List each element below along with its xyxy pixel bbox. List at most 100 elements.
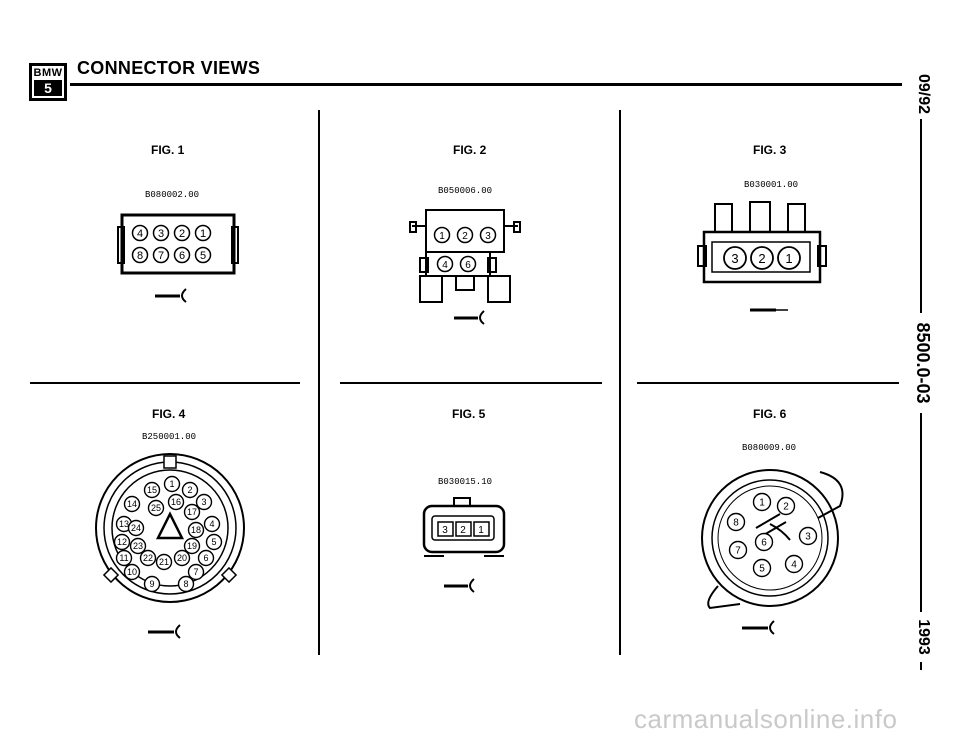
fig-3-code: B030001.00 <box>744 180 799 190</box>
fig-6-pin-label: 8 <box>733 518 739 529</box>
watermark: carmanualsonline.info <box>634 704 898 734</box>
fig-1-pin <box>194 246 212 264</box>
fig-4-pin-label: 12 <box>117 537 127 547</box>
fig-4-pin <box>197 549 215 567</box>
fig-2-wire-symbol <box>454 310 485 325</box>
fig-4-pin <box>163 475 181 493</box>
fig-5-title: FIG. 5 <box>452 407 486 421</box>
row-divider-col1 <box>30 382 300 384</box>
logo-brand: BMW <box>33 67 63 79</box>
fig-2-pin <box>433 226 451 244</box>
fig-5-pin-label: 3 <box>442 525 448 536</box>
fig-3-housing <box>702 230 822 284</box>
fig-4-pin-label: 25 <box>151 503 161 513</box>
fig-4-pin-label: 22 <box>143 553 153 563</box>
fig-2-pin-label: 1 <box>439 231 445 242</box>
fig-1-housing <box>120 213 236 275</box>
fig-4-pin-label: 16 <box>171 497 181 507</box>
fig-4-pin <box>127 519 145 537</box>
fig-4-pin <box>183 503 201 521</box>
fig-4-pin <box>143 575 161 593</box>
fig-6-pin <box>726 512 746 532</box>
fig-2-pin <box>479 226 497 244</box>
fig-1-pin <box>152 246 170 264</box>
fig-4-pin <box>195 493 213 511</box>
fig-4-center-key <box>155 511 185 540</box>
fig-4-code: B250001.00 <box>142 432 197 442</box>
fig-3-pin-label: 2 <box>758 251 765 266</box>
fig-4-connector-diagram: 1234567891011121314151617181920212223242… <box>95 453 245 639</box>
fig-1-pin-label: 2 <box>179 228 185 240</box>
fig-4-pin-label: 4 <box>209 519 214 529</box>
fig-1-pin-label: 4 <box>137 228 143 240</box>
fig-2-title: FIG. 2 <box>453 143 487 157</box>
fig-6-pin <box>776 496 796 516</box>
row-divider-col2 <box>340 382 602 384</box>
fig-6-outer-ring <box>701 469 839 607</box>
side-date: 09/92 <box>912 69 932 119</box>
fig-3-pin-label: 3 <box>731 251 738 266</box>
logo-series: 5 <box>34 80 62 96</box>
fig-4-pin-label: 15 <box>147 485 157 495</box>
fig-5-pin <box>455 521 472 537</box>
fig-4-pin-label: 1 <box>169 479 174 489</box>
fig-4-pin-label: 10 <box>127 567 137 577</box>
fig-3-pin-label: 1 <box>785 251 792 266</box>
fig-2-pin <box>436 255 454 273</box>
fig-6-pin-label: 4 <box>791 560 797 571</box>
fig-4-pin-label: 3 <box>201 497 206 507</box>
fig-2-code: B050006.00 <box>438 186 493 196</box>
fig-1-pin-label: 8 <box>137 250 143 262</box>
fig-6-pin-label: 1 <box>759 498 765 509</box>
fig-1-connector-diagram: 4 3 2 1 8 7 6 5 <box>117 213 239 303</box>
fig-4-pin <box>115 549 133 567</box>
fig-4-wire-symbol <box>148 624 181 639</box>
side-year: 1993 <box>912 612 932 662</box>
fig-6-title: FIG. 6 <box>753 407 787 421</box>
fig-1-pin-row-bottom <box>131 246 212 264</box>
fig-2-pin-label: 4 <box>442 260 448 271</box>
fig-4-key-top <box>163 455 177 469</box>
fig-1-title: FIG. 1 <box>151 143 185 157</box>
fig-2-pin <box>459 255 477 273</box>
fig-6-pin-label: 5 <box>759 564 765 575</box>
fig-1-pin-label: 7 <box>158 250 164 262</box>
fig-4-pin <box>167 493 185 511</box>
column-divider-left <box>318 110 320 655</box>
fig-4-pin <box>113 533 131 551</box>
fig-1-pin-label: 1 <box>200 228 206 240</box>
fig-6-pin-label: 3 <box>805 532 811 543</box>
fig-1-pin <box>152 224 170 242</box>
fig-4-pin <box>181 481 199 499</box>
fig-6-pin-label: 2 <box>783 502 789 513</box>
fig-5-code: B030015.10 <box>438 477 493 487</box>
fig-4-pin-group: 1234567891011121314151617181920212223242… <box>113 475 223 593</box>
fig-6-code: B080009.00 <box>742 443 797 453</box>
fig-1-pin-label: 5 <box>200 250 206 262</box>
fig-4-pin <box>187 521 205 539</box>
fig-4-pin-label: 13 <box>119 519 129 529</box>
fig-4-pin-label: 8 <box>183 579 188 589</box>
page-title: CONNECTOR VIEWS <box>77 58 261 78</box>
fig-4-pin-label: 2 <box>187 485 192 495</box>
fig-2-pin-label: 2 <box>462 231 468 242</box>
fig-2-pin-label: 3 <box>485 231 491 242</box>
fig-4-pin-label: 9 <box>149 579 154 589</box>
fig-2-pin-label: 6 <box>465 260 471 271</box>
fig-1-pin <box>173 224 191 242</box>
fig-5-wire-symbol <box>444 578 475 593</box>
fig-4-pin <box>155 553 173 571</box>
fig-4-pin <box>187 563 205 581</box>
row-divider-col3 <box>637 382 899 384</box>
fig-1-pin <box>194 224 212 242</box>
side-doc-number: 8500.0-03 <box>911 313 933 413</box>
fig-4-pin <box>173 549 191 567</box>
fig-4-pin <box>123 495 141 513</box>
fig-1-pin-label: 3 <box>158 228 164 240</box>
fig-6-pin <box>752 558 772 578</box>
fig-6-pin <box>752 492 772 512</box>
fig-6-wire-symbol <box>742 620 775 635</box>
fig-3-pin <box>777 246 801 270</box>
fig-4-pin <box>139 549 157 567</box>
